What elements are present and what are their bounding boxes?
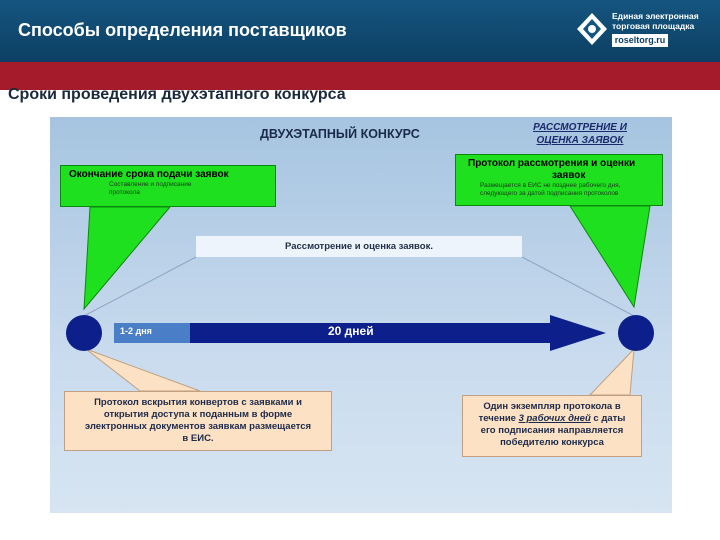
peach-left-line1: Протокол вскрытия конвертов с заявками и (94, 397, 302, 408)
peach-right-line2: течение 3 рабочих дней с даты (463, 413, 641, 425)
arrow-segment-long (190, 323, 550, 343)
green-box-deadline-note1: Составление и подписание (109, 181, 192, 188)
peach-right-line2-a: течение (478, 413, 519, 424)
green-box-deadline-title: Окончание срока подачи заявок (69, 169, 229, 180)
page-title: Способы определения поставщиков (18, 20, 347, 40)
header-bar: Способы определения поставщиков Единая э… (0, 0, 720, 62)
green-box-protocol-title1: Протокол рассмотрения и оценки (468, 158, 636, 169)
peach-left-line2: открытия доступа к поданным в форме (103, 409, 293, 420)
timeline-diagram: ДВУХЭТАПНЫЙ КОНКУРС РАССМОТРЕНИЕ И ОЦЕНК… (50, 117, 672, 513)
end-circle (618, 315, 654, 351)
logo-line1: Единая электронная (612, 11, 699, 21)
green-callout-tail-left (83, 206, 172, 311)
peach-left-line3: электронных документов заявкам размещает… (84, 421, 312, 432)
green-box-deadline-note2: протокола (109, 189, 140, 196)
slide-subtitle: Сроки проведения двухэтапного конкурса (8, 86, 346, 103)
diagram-right-title: РАССМОТРЕНИЕ И ОЦЕНКА ЗАЯВОК (533, 122, 627, 146)
peach-right-line1: Один экземпляр протокола в (483, 401, 621, 412)
peach-right-line2-underlined: 3 рабочих дней (518, 413, 591, 424)
green-box-protocol-note1: Размещается в ЕИС не позднее рабочего дн… (480, 182, 621, 189)
diagram-title: ДВУХЭТАПНЫЙ КОНКУРС (260, 127, 420, 141)
green-box-protocol: Протокол рассмотрения и оценки заявок Ра… (455, 154, 663, 206)
review-bar: Рассмотрение и оценка заявок. (196, 236, 522, 257)
green-box-protocol-note2: следующего за датой подписания протоколо… (480, 190, 619, 197)
logo-icon (577, 13, 607, 45)
peach-right-line2-b: с даты (590, 413, 626, 424)
peach-right-line4: победителю конкурса (500, 437, 604, 448)
green-callout-tail-right (569, 205, 651, 309)
label-1-2-days: 1-2 дня (120, 326, 152, 336)
peach-box-opening-protocol: Протокол вскрытия конвертов с заявками и… (64, 391, 332, 451)
accent-bar (0, 62, 720, 90)
logo-url[interactable]: roseltorg.ru (612, 34, 668, 47)
logo-text: Единая электронная торговая площадка (612, 11, 699, 31)
peach-callout-tail-right (588, 347, 635, 396)
logo-line2: торговая площадка (612, 21, 695, 31)
roseltorg-logo: Единая электронная торговая площадка ros… (576, 8, 716, 54)
connector-line-right (521, 256, 637, 318)
peach-right-line3: его подписания направляется (480, 425, 624, 436)
arrow-segment-short (114, 323, 190, 343)
green-box-protocol-title2: заявок (552, 170, 586, 181)
peach-box-winner-protocol: Один экземпляр протокола в течение 3 раб… (462, 395, 642, 457)
diagram-graphics (66, 205, 654, 396)
green-box-deadline: Окончание срока подачи заявок Составлени… (60, 165, 276, 207)
peach-left-line4: в ЕИС. (182, 433, 214, 444)
arrow-head (550, 315, 606, 351)
label-20-days: 20 дней (328, 324, 374, 338)
start-circle (66, 315, 102, 351)
connector-line-left (81, 256, 197, 318)
peach-callout-tail-left (85, 348, 201, 392)
